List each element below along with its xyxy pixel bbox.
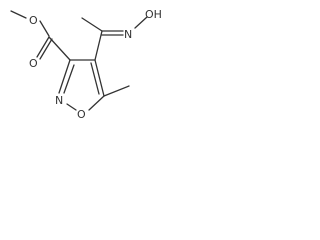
bond-ring-n-o (66, 103, 77, 111)
bond-ester-o-carbonyl-c (39, 20, 50, 37)
chemical-structure: O O N O N OH (10, 8, 162, 121)
bond-oxime-c-methyl (81, 17, 103, 32)
atom-label-ring-o: O (77, 108, 86, 121)
bond-ring-c5-c4-1 (94, 59, 105, 97)
atom-label-oxime-oh: OH (145, 8, 162, 21)
bond-c4-oxime-c (94, 30, 103, 61)
atom-label-ring-n: N (55, 94, 63, 107)
bond-carbonyl-double-2 (39, 38, 53, 60)
bond-ring-c3-n-1 (58, 59, 71, 94)
bond-ring-c3-n-2 (63, 64, 75, 94)
bond-carbonyl-double-1 (36, 36, 50, 58)
atom-label-carbonyl-o: O (29, 57, 38, 70)
bond-methyl-ester-o (10, 10, 27, 19)
bond-oxime-n-oh (134, 16, 148, 29)
bond-c5-methyl (103, 85, 130, 97)
atom-label-ester-o: O (29, 14, 38, 27)
atom-label-oxime-n: N (124, 28, 132, 41)
bond-carbonyl-ring (48, 36, 71, 61)
bond-ring-o-c5 (88, 95, 105, 111)
bond-ring-c5-c4-2 (90, 62, 100, 95)
